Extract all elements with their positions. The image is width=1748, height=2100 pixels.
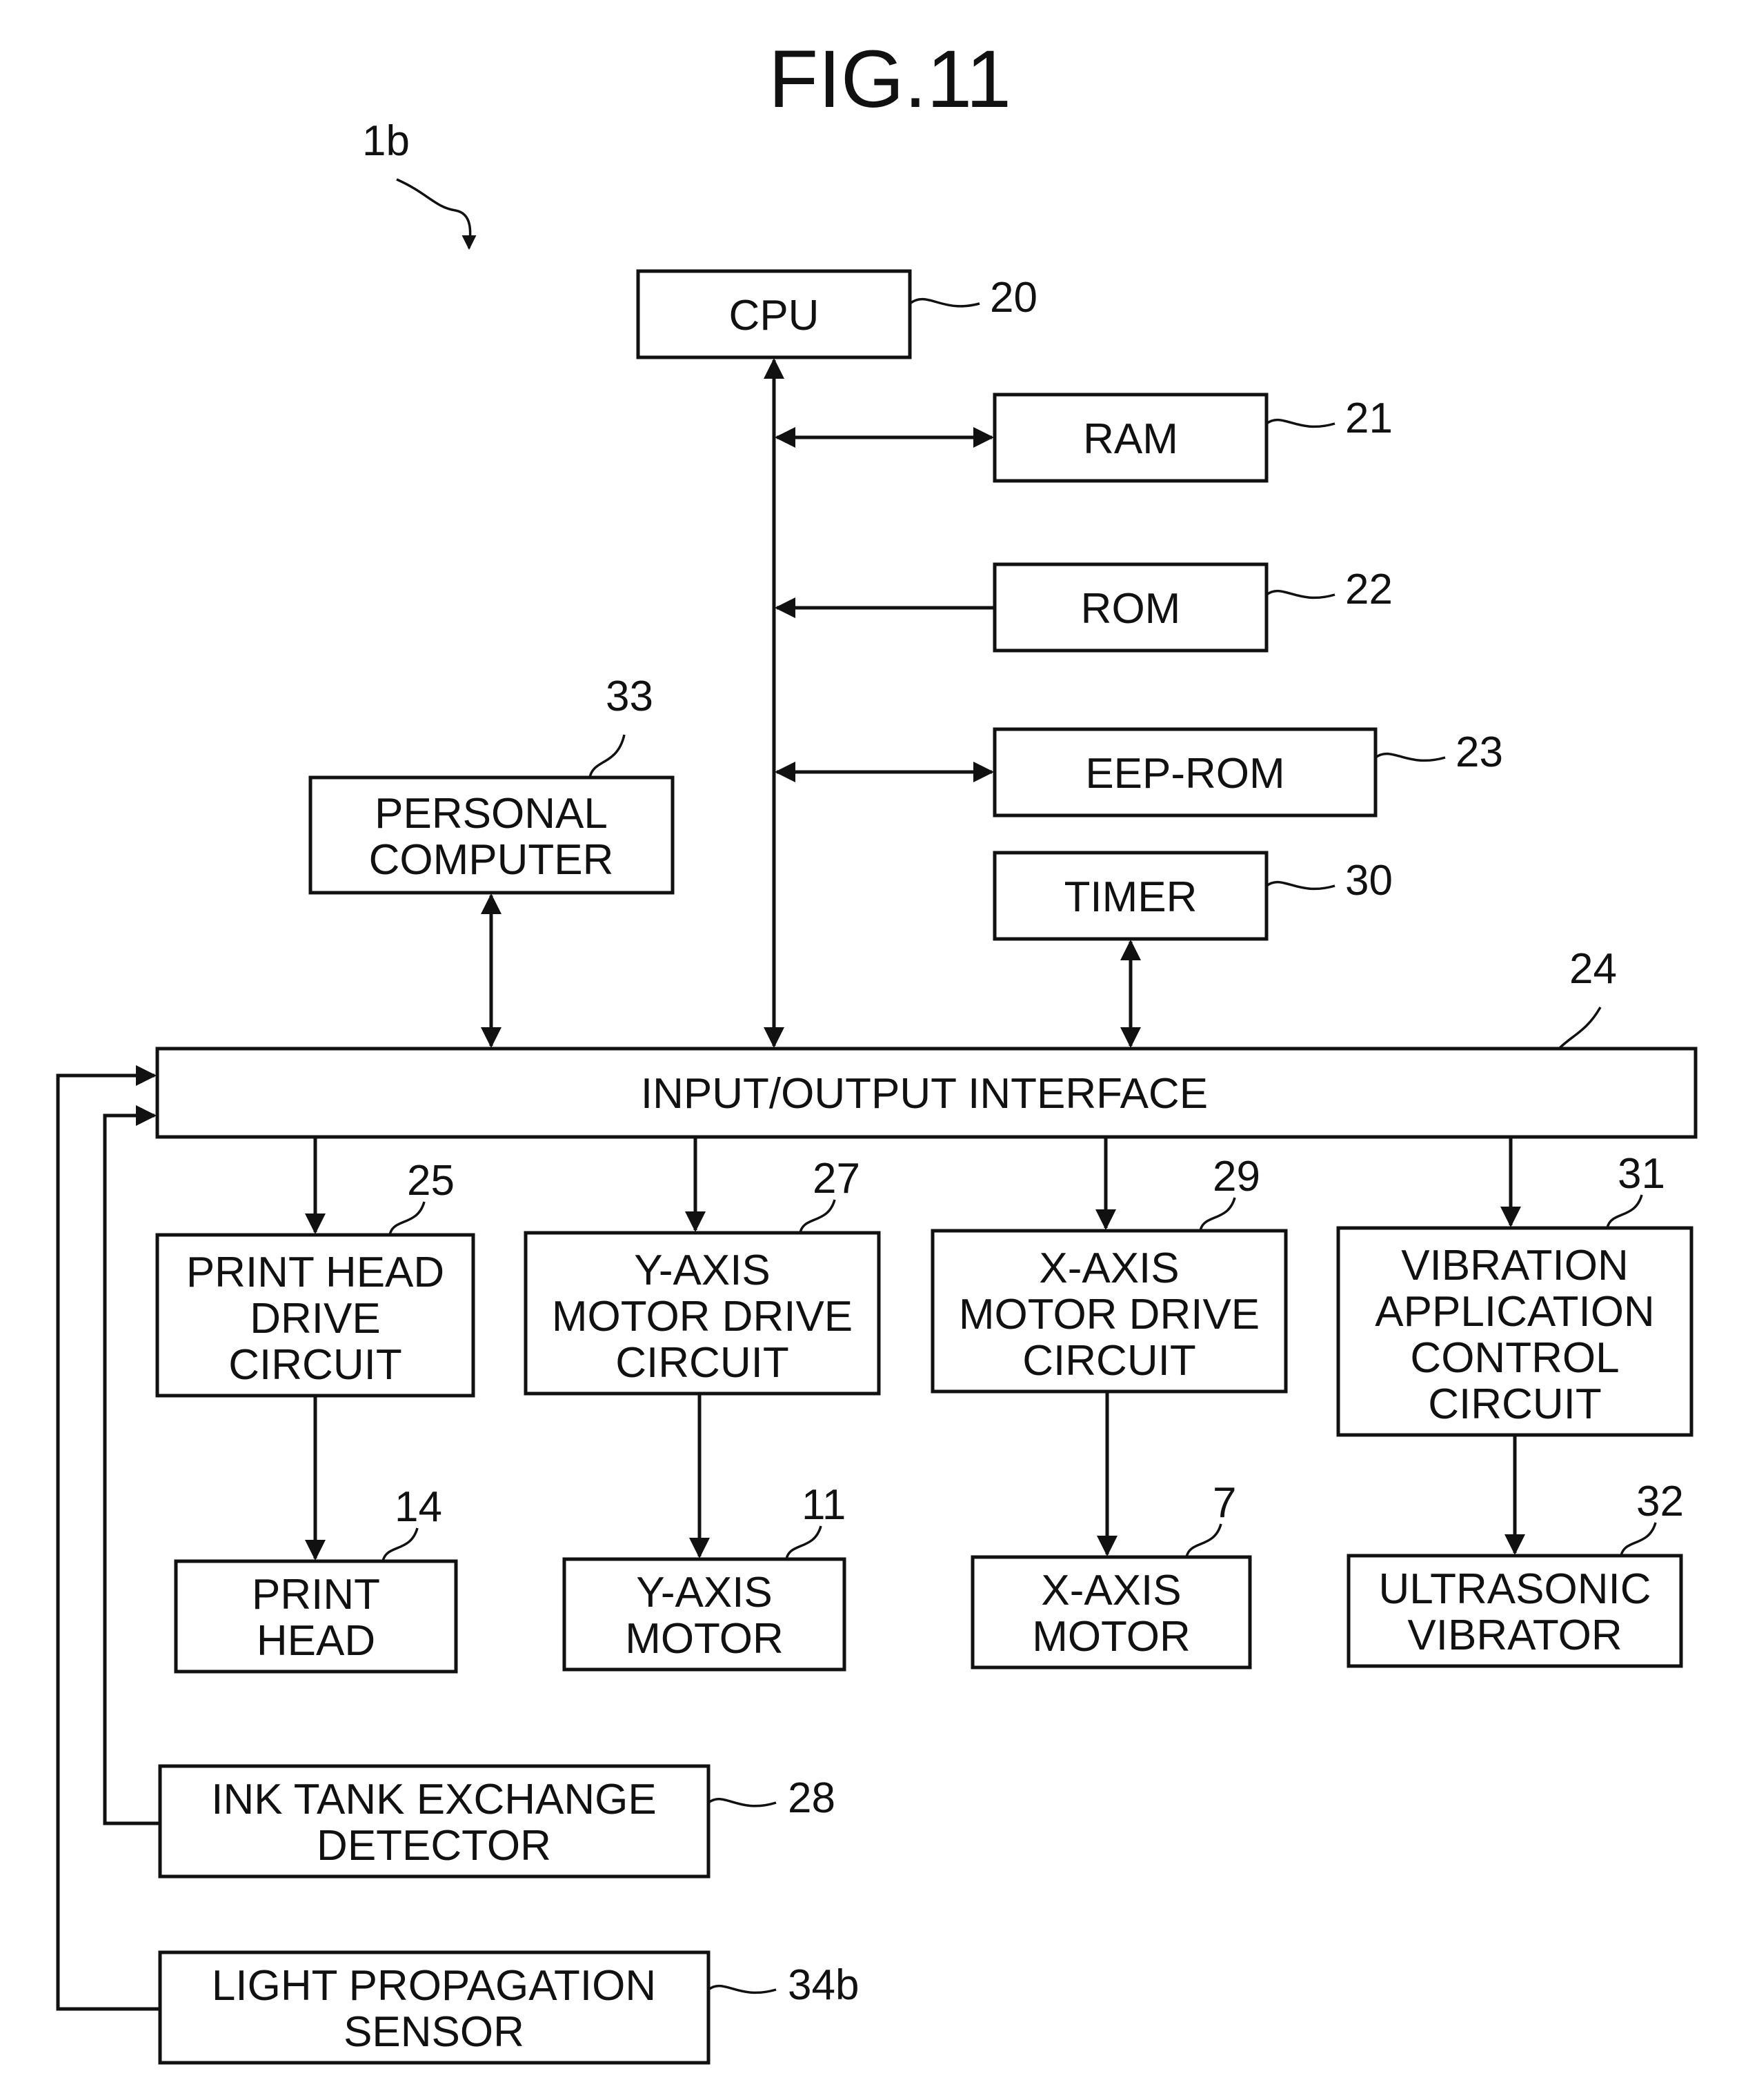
- light-propagation-sensor-block: LIGHT PROPAGATION SENSOR: [160, 1952, 708, 2063]
- ref-x-axis-drive-circuit: 29: [1213, 1153, 1260, 1200]
- ref-eeprom: 23: [1456, 729, 1503, 776]
- ref-light-propagation-sensor: 34b: [788, 1961, 859, 2009]
- ref-y-axis-motor: 11: [802, 1481, 846, 1529]
- print-head-drive-circuit-block: PRINT HEAD DRIVE CIRCUIT: [157, 1235, 473, 1396]
- device-reference: 1b: [362, 117, 410, 165]
- ref-personal-computer: 33: [606, 673, 653, 720]
- x-axis-motor-drive-circuit-line-1: X-AXIS: [1039, 1245, 1179, 1292]
- ink-tank-exchange-detector-block: INK TANK EXCHANGE DETECTOR: [160, 1766, 708, 1876]
- vibration-application-control-circuit-block: VIBRATION APPLICATION CONTROL CIRCUIT: [1338, 1228, 1691, 1435]
- ink-tank-exchange-detector-line-2: DETECTOR: [317, 1822, 551, 1870]
- x-axis-motor-drive-circuit-block: X-AXIS MOTOR DRIVE CIRCUIT: [933, 1231, 1286, 1391]
- connections: [58, 360, 1515, 2009]
- x-axis-motor-line-2: MOTOR: [1032, 1613, 1191, 1661]
- ref-vibration-control-circuit: 31: [1618, 1150, 1665, 1198]
- ref-cpu: 20: [990, 274, 1037, 321]
- ram-label: RAM: [1083, 415, 1178, 463]
- ref-ink-tank-exchange-detector: 28: [788, 1774, 835, 1822]
- vibration-control-circuit-line-4: CIRCUIT: [1428, 1380, 1601, 1428]
- light-propagation-sensor-line-2: SENSOR: [344, 2008, 524, 2056]
- light-propagation-sensor-line-1: LIGHT PROPAGATION: [212, 1962, 656, 2010]
- ultrasonic-vibrator-line-2: VIBRATOR: [1407, 1612, 1622, 1659]
- y-axis-motor-drive-circuit-line-3: CIRCUIT: [615, 1339, 788, 1387]
- y-axis-motor-drive-circuit-block: Y-AXIS MOTOR DRIVE CIRCUIT: [526, 1233, 879, 1394]
- ref-timer: 30: [1345, 857, 1393, 904]
- ref-ram: 21: [1345, 395, 1393, 442]
- x-axis-motor-drive-circuit-line-3: CIRCUIT: [1022, 1337, 1195, 1385]
- ref-ultrasonic-vibrator: 32: [1636, 1478, 1684, 1525]
- ultrasonic-vibrator-line-1: ULTRASONIC: [1378, 1565, 1651, 1613]
- y-axis-motor-block: Y-AXIS MOTOR: [564, 1559, 844, 1670]
- ref-io-interface: 24: [1569, 945, 1617, 993]
- y-axis-motor-drive-circuit-line-2: MOTOR DRIVE: [552, 1293, 853, 1340]
- print-head-line-1: PRINT: [252, 1571, 380, 1618]
- ref-rom: 22: [1345, 566, 1393, 613]
- ink-detector-feedback: [105, 1116, 160, 1823]
- ram-block: RAM: [995, 395, 1267, 481]
- x-axis-motor-block: X-AXIS MOTOR: [973, 1557, 1250, 1667]
- device-reference-leader: [397, 179, 470, 248]
- y-axis-motor-line-1: Y-AXIS: [636, 1569, 773, 1616]
- y-axis-motor-drive-circuit-line-1: Y-AXIS: [634, 1247, 771, 1294]
- rom-label: ROM: [1081, 585, 1181, 633]
- cpu-block: CPU: [638, 271, 910, 357]
- vibration-control-circuit-line-3: CONTROL: [1410, 1334, 1619, 1382]
- rom-block: ROM: [995, 564, 1267, 651]
- print-head-line-2: HEAD: [257, 1617, 375, 1665]
- timer-label: TIMER: [1064, 873, 1198, 921]
- print-head-block: PRINT HEAD: [176, 1561, 456, 1672]
- io-interface-block: INPUT/OUTPUT INTERFACE: [157, 1049, 1696, 1137]
- ref-print-head-drive-circuit: 25: [407, 1157, 455, 1205]
- ref-x-axis-motor: 7: [1213, 1479, 1236, 1527]
- y-axis-motor-line-2: MOTOR: [625, 1615, 784, 1663]
- cpu-label: CPU: [729, 292, 820, 339]
- vibration-control-circuit-line-2: APPLICATION: [1375, 1288, 1654, 1336]
- ink-tank-exchange-detector-line-1: INK TANK EXCHANGE: [211, 1776, 656, 1823]
- figure-title: FIG.11: [768, 34, 1011, 125]
- light-sensor-feedback: [58, 1076, 160, 2009]
- print-head-drive-circuit-line-2: DRIVE: [250, 1295, 380, 1343]
- reference-numerals: 20 21 22 23 30 33 24 25 27 29 31 14 11 7…: [383, 274, 1684, 2009]
- ultrasonic-vibrator-block: ULTRASONIC VIBRATOR: [1349, 1556, 1681, 1666]
- x-axis-motor-line-1: X-AXIS: [1041, 1567, 1181, 1614]
- eeprom-label: EEP-ROM: [1085, 750, 1284, 798]
- eeprom-block: EEP-ROM: [995, 729, 1375, 815]
- ref-print-head: 14: [395, 1483, 442, 1531]
- x-axis-motor-drive-circuit-line-2: MOTOR DRIVE: [959, 1291, 1260, 1338]
- ref-y-axis-drive-circuit: 27: [813, 1155, 860, 1202]
- timer-block: TIMER: [995, 853, 1267, 939]
- personal-computer-label-line-1: PERSONAL: [375, 790, 608, 838]
- io-interface-label: INPUT/OUTPUT INTERFACE: [641, 1070, 1208, 1118]
- personal-computer-block: PERSONAL COMPUTER: [310, 777, 673, 893]
- print-head-drive-circuit-line-3: CIRCUIT: [228, 1341, 401, 1389]
- personal-computer-label-line-2: COMPUTER: [369, 836, 614, 884]
- vibration-control-circuit-line-1: VIBRATION: [1401, 1242, 1629, 1289]
- print-head-drive-circuit-line-1: PRINT HEAD: [186, 1249, 444, 1296]
